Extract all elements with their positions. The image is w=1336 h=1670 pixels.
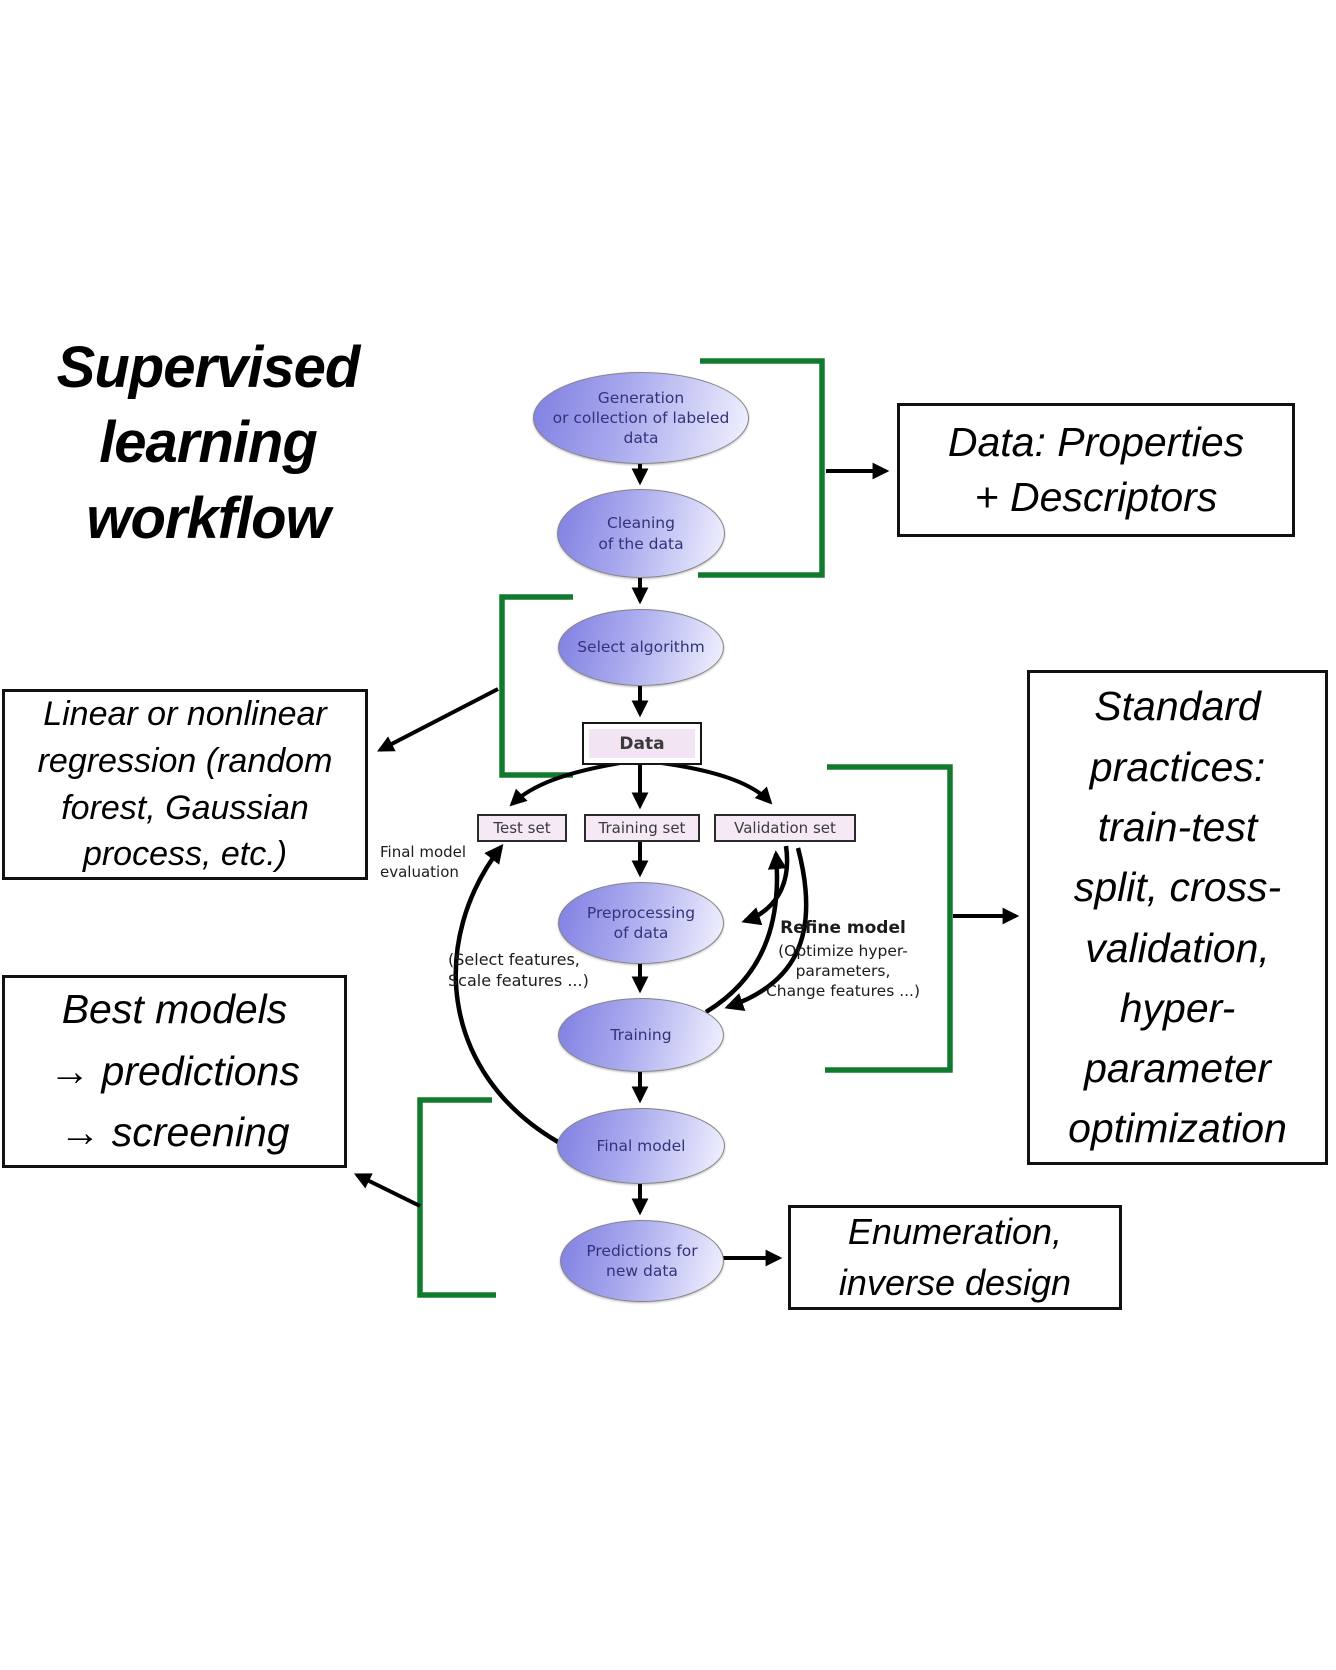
node-data-box: Data <box>582 722 702 765</box>
callout-standard-practices: Standard practices: train-test split, cr… <box>1027 670 1328 1165</box>
bracket-best-models-group <box>417 1097 496 1298</box>
node-test-set: Test set <box>477 814 567 842</box>
arrow-data-to-test-set <box>509 760 627 807</box>
node-predictions: Predictions for new data <box>560 1220 724 1302</box>
node-validation-set: Validation set <box>714 814 856 842</box>
arrow-final-model-to-test-set-evaluation-loop <box>453 844 560 1144</box>
annotation-refine-model-body: (Optimize hyper- parameters, Change feat… <box>765 942 921 1001</box>
node-training-set: Training set <box>584 814 700 842</box>
callout-enumeration: Enumeration, inverse design <box>788 1205 1122 1310</box>
annotation-select-scale-features: (Select features, Scale features ...) <box>448 950 589 990</box>
annotation-refine-model-title: Refine model <box>780 918 906 938</box>
node-training: Training <box>558 998 724 1072</box>
callout-data-properties: Data: Properties + Descriptors <box>897 403 1295 537</box>
arrow-bracket-to-best-models <box>353 1173 421 1208</box>
bracket-algorithm-group <box>499 594 573 778</box>
page-title: Supervised learning workflow <box>56 335 361 551</box>
node-preprocessing: Preprocessing of data <box>558 882 724 964</box>
arrow-data-to-validation-set <box>653 760 773 805</box>
node-select-algorithm: Select algorithm <box>558 609 724 686</box>
callout-best-models: Best models → predictions → screening <box>2 975 347 1168</box>
node-cleaning: Cleaning of the data <box>557 489 725 578</box>
node-final-model: Final model <box>557 1108 725 1184</box>
annotation-final-model-evaluation: Final model evaluation <box>380 843 467 881</box>
annotation-refine-model: Refine model (Optimize hyper- parameters… <box>723 917 963 1002</box>
node-generation: Generation or collection of labeled data <box>533 372 749 464</box>
arrow-bracket-to-regression <box>377 687 499 752</box>
callout-regression: Linear or nonlinear regression (random f… <box>2 689 368 880</box>
arrow-validation-to-preprocessing <box>741 845 790 926</box>
